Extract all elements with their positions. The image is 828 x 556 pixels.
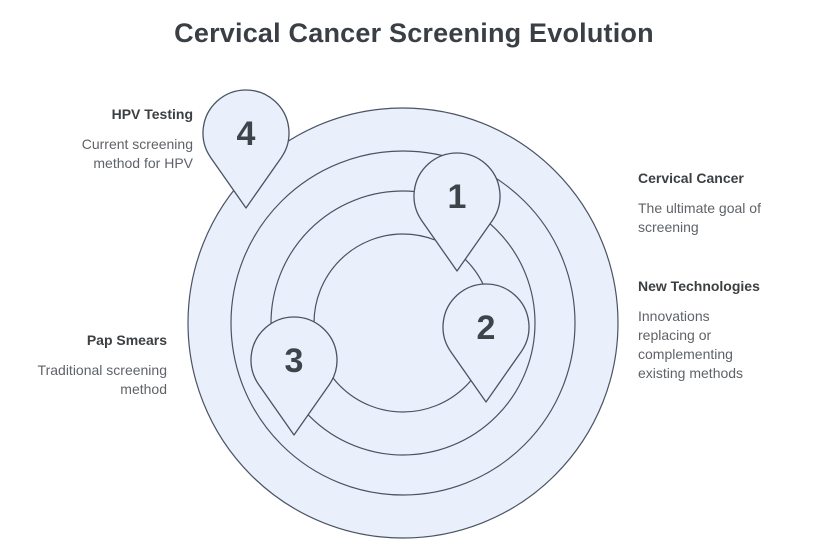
pin-2: 2 bbox=[442, 283, 530, 403]
pin-3-marker-icon bbox=[250, 316, 338, 436]
pin-4-number: 4 bbox=[237, 115, 256, 153]
label-hpv-testing-heading: HPV Testing bbox=[111, 106, 193, 122]
label-hpv-testing-description: Current screening method for HPV bbox=[81, 136, 193, 171]
ring-2 bbox=[230, 150, 576, 496]
label-cervical-cancer-description: The ultimate goal of screening bbox=[638, 200, 761, 235]
pin-3: 3 bbox=[250, 316, 338, 436]
pin-2-marker-icon bbox=[442, 283, 530, 403]
label-cervical-cancer-heading: Cervical Cancer bbox=[638, 170, 744, 186]
page-title: Cervical Cancer Screening Evolution bbox=[174, 18, 654, 48]
label-new-technologies-description: Innovations replacing or complementing e… bbox=[638, 308, 744, 381]
label-pap-smears-heading: Pap Smears bbox=[86, 332, 167, 348]
label-pap-smears: Pap Smears Traditional screening method bbox=[7, 331, 167, 399]
pin-3-number: 3 bbox=[285, 342, 304, 380]
pin-1-number: 1 bbox=[448, 178, 467, 216]
label-hpv-testing: HPV Testing Current screening method for… bbox=[43, 105, 193, 173]
pin-2-number: 2 bbox=[477, 309, 496, 347]
pin-1-marker-icon bbox=[413, 152, 501, 272]
pin-1: 1 bbox=[413, 152, 501, 272]
label-new-technologies-heading: New Technologies bbox=[638, 278, 760, 294]
label-new-technologies: New Technologies Innovations replacing o… bbox=[638, 277, 770, 383]
label-pap-smears-description: Traditional screening method bbox=[37, 362, 167, 397]
pin-4: 4 bbox=[202, 89, 290, 209]
pin-4-marker-icon bbox=[202, 89, 290, 209]
label-cervical-cancer: Cervical Cancer The ultimate goal of scr… bbox=[638, 169, 788, 237]
